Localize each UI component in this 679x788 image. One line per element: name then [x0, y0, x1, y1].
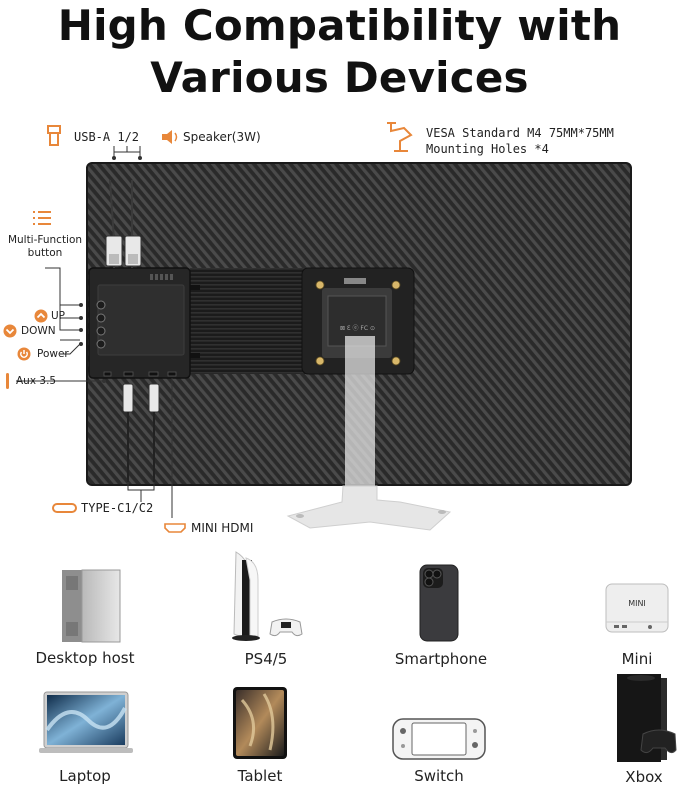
- multifunction-label-1: Multi-Function: [7, 234, 83, 246]
- control-buttons: [96, 300, 106, 349]
- up-arrow-icon: [34, 309, 48, 323]
- device-label-ps: PS4/5: [244, 650, 288, 668]
- vesa-arm-icon: [387, 122, 413, 152]
- game-console-icon: [232, 551, 303, 641]
- monitor-stand: [345, 336, 375, 486]
- monitor-diagram: ⊠ Ɛ ⓔ FC ⊙: [16, 146, 632, 531]
- page-title: High Compatibility with Various Devices: [0, 0, 679, 104]
- ribbed-band: [190, 268, 310, 374]
- xbox-icon: [617, 674, 677, 762]
- device-label-laptop: Laptop: [59, 767, 111, 785]
- device-label-mini: Mini: [621, 650, 653, 668]
- device-label-switch: Switch: [414, 767, 464, 785]
- up-label: UP: [51, 310, 66, 322]
- speaker-icon: [162, 130, 178, 144]
- device-label-desktop: Desktop host: [35, 649, 135, 667]
- device-label-smartphone: Smartphone: [394, 650, 488, 668]
- down-arrow-icon: [3, 324, 17, 338]
- handheld-console-icon: [392, 718, 486, 760]
- menu-list-icon: [33, 211, 51, 225]
- mini-pc-icon: MINI: [605, 583, 669, 633]
- svg-text:⊠ Ɛ ⓔ FC ⊙: ⊠ Ɛ ⓔ FC ⊙: [340, 324, 375, 332]
- aux-jack-icon: [6, 373, 9, 389]
- mini-badge: MINI: [628, 599, 646, 608]
- laptop-icon: [39, 691, 133, 753]
- type-c-label: TYPE-C1/C2: [81, 501, 154, 515]
- speaker-label: Speaker(3W): [183, 130, 261, 144]
- type-c-icon: [52, 503, 77, 513]
- vesa-label-1: VESA Standard M4 75MM*75MM: [426, 126, 614, 140]
- multifunction-label-2: button: [27, 247, 63, 259]
- device-label-xbox: Xbox: [625, 768, 663, 786]
- aux-label: Aux 3.5: [16, 375, 57, 387]
- title-line-1: High Compatibility with: [57, 1, 622, 50]
- mini-hdmi-label: MINI HDMI: [191, 521, 254, 535]
- power-label: Power: [37, 348, 69, 360]
- down-label: DOWN: [21, 325, 56, 337]
- mini-hdmi-icon: [164, 523, 186, 533]
- device-label-tablet: Tablet: [237, 767, 283, 785]
- power-icon: [17, 347, 31, 361]
- title-line-2: Various Devices: [150, 53, 529, 102]
- vesa-label-2: Mounting Holes *4: [426, 142, 549, 156]
- tablet-icon: [233, 687, 287, 759]
- usb-icon: [47, 125, 61, 146]
- smartphone-icon: [419, 564, 459, 642]
- usb-label: USB-A 1/2: [74, 130, 140, 144]
- desktop-tower-icon: [62, 569, 121, 643]
